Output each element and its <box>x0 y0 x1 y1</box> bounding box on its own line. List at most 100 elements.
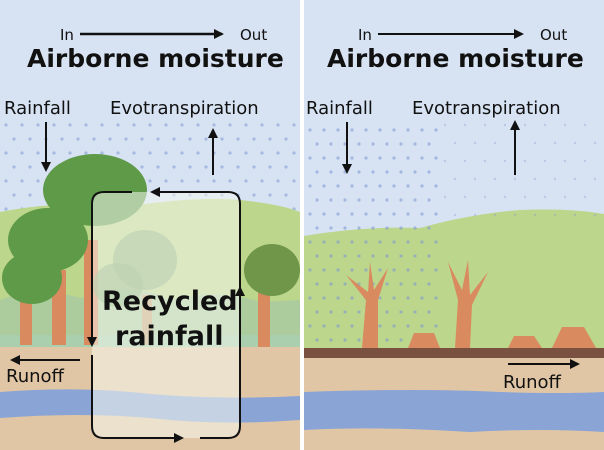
raindrop <box>343 198 347 202</box>
recycled-label-line2: rainfall <box>115 321 224 352</box>
raindrop <box>593 213 597 217</box>
raindrop <box>92 137 96 141</box>
raindrop <box>236 137 240 141</box>
raindrop <box>378 184 382 188</box>
raindrop <box>322 324 326 328</box>
raindrop <box>132 123 136 127</box>
raindrop <box>12 165 16 169</box>
raindrop <box>315 226 319 230</box>
raindrop <box>315 170 319 174</box>
raindrop <box>357 254 361 258</box>
raindrop <box>228 151 232 155</box>
raindrop <box>434 296 438 300</box>
raindrop <box>343 338 347 342</box>
raindrop <box>322 268 326 272</box>
raindrop <box>36 179 40 183</box>
raindrop <box>322 212 326 216</box>
raindrop <box>493 141 497 145</box>
raindrop <box>503 159 507 163</box>
raindrop <box>553 213 557 217</box>
raindrop <box>108 137 112 141</box>
raindrop <box>371 198 375 202</box>
raindrop <box>292 179 296 183</box>
raindrop <box>315 282 319 286</box>
raindrop <box>483 123 487 127</box>
raindrop <box>172 137 176 141</box>
recycle-path-bottom-right <box>200 345 241 439</box>
raindrop <box>493 213 497 217</box>
raindrop <box>563 195 567 199</box>
raindrop <box>315 198 319 202</box>
raindrop <box>315 254 319 258</box>
stump <box>408 333 440 348</box>
raindrop <box>392 128 396 132</box>
raindrop <box>76 137 80 141</box>
raindrop <box>364 184 368 188</box>
raindrop <box>164 179 168 183</box>
raindrop <box>350 156 354 160</box>
raindrop <box>378 212 382 216</box>
raindrop <box>413 254 417 258</box>
raindrop <box>406 156 410 160</box>
raindrop <box>322 296 326 300</box>
raindrop <box>140 165 144 169</box>
raindrop <box>343 254 347 258</box>
raindrop <box>204 165 208 169</box>
raindrop <box>343 142 347 146</box>
raindrop <box>434 156 438 160</box>
recycle-path-right <box>215 191 241 290</box>
raindrop <box>172 165 176 169</box>
raindrop <box>292 151 296 155</box>
raindrop <box>427 170 431 174</box>
raindrop <box>308 212 312 216</box>
raindrop <box>357 170 361 174</box>
recycle-arrow-down <box>87 191 132 347</box>
raindrop <box>132 151 136 155</box>
raindrop <box>399 198 403 202</box>
raindrop <box>513 213 517 217</box>
raindrop <box>284 165 288 169</box>
recycled-label-line1: Recycled <box>102 286 238 317</box>
raindrop <box>350 324 354 328</box>
raindrop <box>434 184 438 188</box>
raindrop <box>336 212 340 216</box>
raindrop <box>434 324 438 328</box>
raindrop <box>212 179 216 183</box>
raindrop <box>350 184 354 188</box>
raindrop <box>406 296 410 300</box>
raindrop <box>392 324 396 328</box>
raindrop <box>244 151 248 155</box>
raindrop <box>268 193 272 197</box>
raindrop <box>413 170 417 174</box>
raindrop <box>336 240 340 244</box>
raindrop <box>4 151 8 155</box>
raindrop <box>350 128 354 132</box>
raindrop <box>100 123 104 127</box>
raindrop <box>573 213 577 217</box>
raindrop <box>420 324 424 328</box>
raindrop <box>329 254 333 258</box>
raindrop <box>322 156 326 160</box>
raindrop <box>453 141 457 145</box>
panel-deforested: In Out Airborne moisture Rainfall Evotra… <box>304 0 604 450</box>
raindrop <box>378 240 382 244</box>
panel-forested: In Out Airborne moisture Rainfall Evotra… <box>0 0 300 450</box>
raindrop <box>364 156 368 160</box>
raindrop <box>453 213 457 217</box>
runoff-label: Runoff <box>6 366 65 387</box>
raindrop <box>392 240 396 244</box>
raindrop <box>180 123 184 127</box>
raindrop <box>156 137 160 141</box>
raindrop <box>427 226 431 230</box>
raindrop <box>322 240 326 244</box>
raindrop <box>284 137 288 141</box>
raindrop <box>329 170 333 174</box>
raindrop <box>308 296 312 300</box>
raindrop <box>329 142 333 146</box>
raindrop <box>308 268 312 272</box>
raindrop <box>406 324 410 328</box>
dead-trees <box>346 260 596 348</box>
raindrop <box>513 177 517 181</box>
raindrop <box>413 310 417 314</box>
raindrop <box>336 268 340 272</box>
